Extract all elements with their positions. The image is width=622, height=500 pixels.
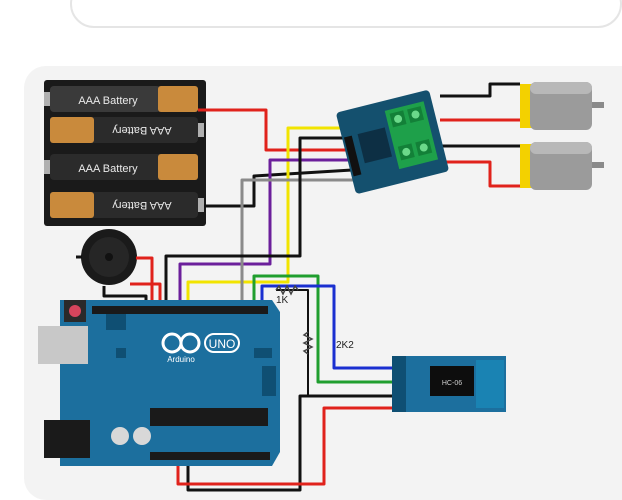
wire-motor2-red — [440, 160, 520, 188]
battery-cell-1: AAA Battery — [44, 86, 198, 112]
battery-cell-2: AAA Battery — [50, 117, 204, 143]
wire-black-driver — [164, 136, 356, 308]
wire-yellow — [186, 126, 356, 308]
battery-label-3: AAA Battery — [78, 163, 138, 175]
resistor-1k: 1K — [275, 284, 299, 306]
resistor-2k2-label: 2K2 — [336, 340, 354, 351]
motor-1 — [520, 82, 604, 130]
battery-label-1: AAA Battery — [78, 95, 138, 107]
battery-holder: AAA Battery AAA Battery AAA Battery AAA … — [44, 80, 206, 226]
resistor-2k2: 2K2 — [302, 331, 354, 355]
wire-gray — [240, 178, 356, 308]
arduino-board: UNO Arduino — [38, 300, 280, 466]
motor-2 — [520, 142, 604, 190]
wire-battery-ground — [204, 168, 353, 208]
wires — [102, 82, 520, 492]
battery-label-4: AAA Battery — [112, 199, 172, 211]
arduino-logo: UNO Arduino — [161, 332, 240, 364]
wire-green — [252, 274, 392, 384]
wire-bottom-black — [186, 394, 392, 492]
battery-label-2: AAA Battery — [112, 124, 172, 136]
top-card — [0, 0, 622, 40]
wire-motor1-black — [440, 82, 520, 98]
board-model: UNO — [209, 337, 236, 351]
search-card — [70, 0, 622, 28]
wire-battery-positive — [198, 108, 352, 152]
wire-blue — [260, 284, 392, 370]
wire-buzzer — [136, 256, 154, 308]
buzzer — [76, 229, 137, 285]
resistor-1k-label: 1K — [276, 295, 289, 306]
bluetooth-module: HC-06 — [392, 356, 506, 412]
bluetooth-chip-label: HC-06 — [442, 380, 462, 387]
motor-driver — [336, 90, 449, 194]
battery-cell-3: AAA Battery — [44, 154, 198, 180]
battery-cell-4: AAA Battery — [50, 192, 204, 218]
board-brand: Arduino — [167, 355, 195, 364]
wire-bottom-red — [176, 406, 392, 486]
